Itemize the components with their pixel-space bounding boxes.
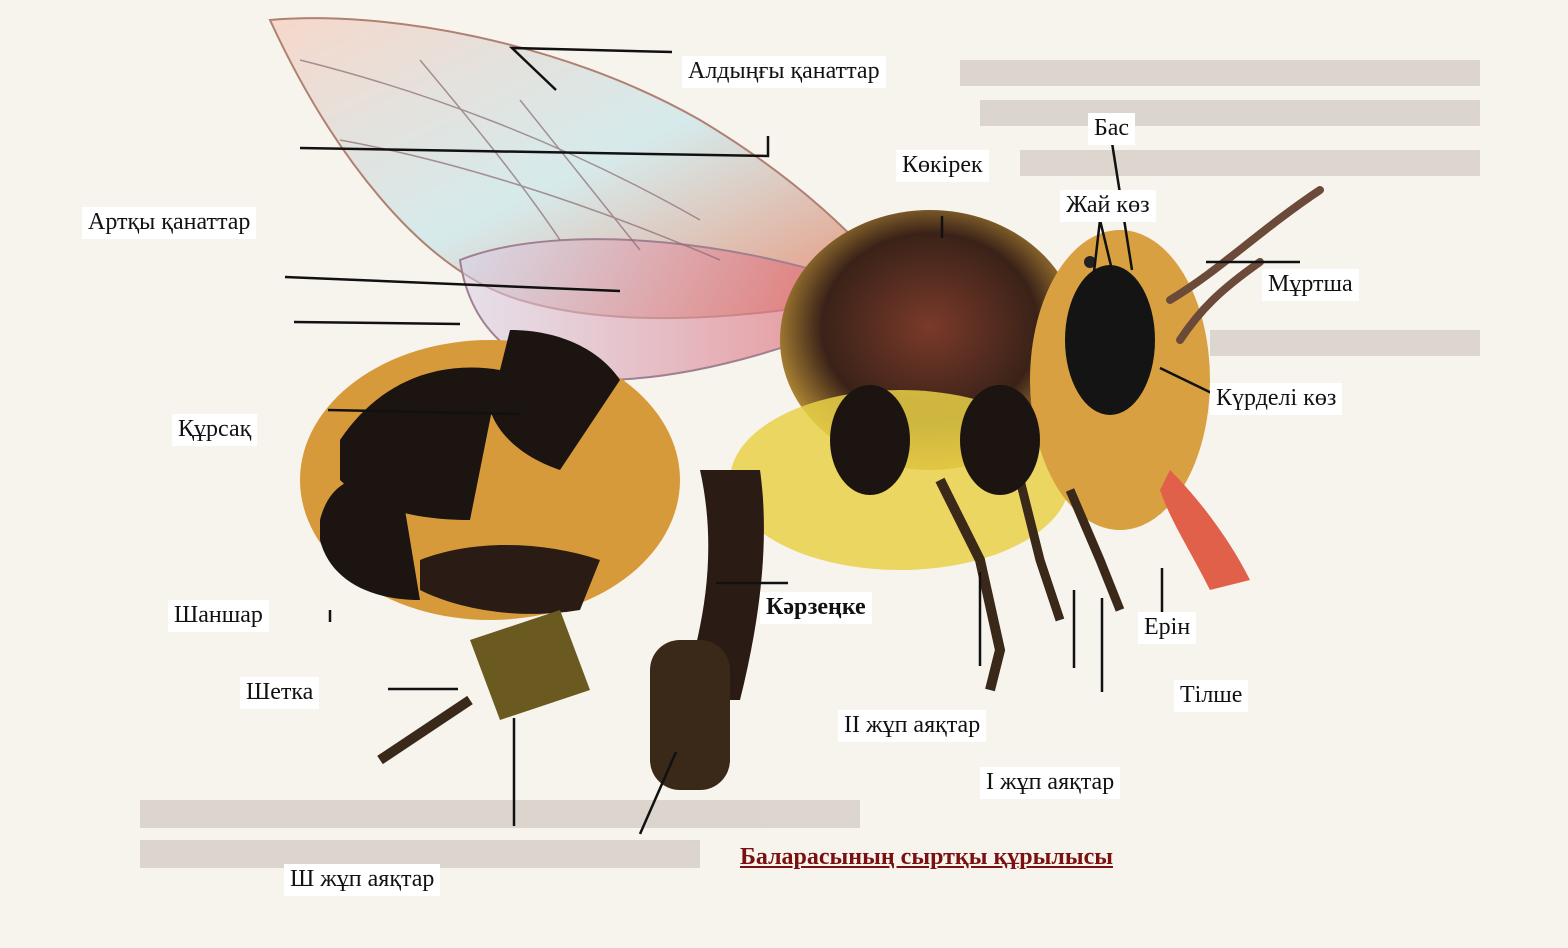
label-brush: Шетка [240,677,319,709]
label-abdomen: Құрсақ [172,414,257,446]
label-leg-pair-3: Ш жұп аяқтар [284,864,440,896]
label-front-wings: Алдыңғы қанаттар [682,56,886,88]
label-head: Бас [1088,113,1135,145]
label-antenna: Мұртша [1262,269,1359,301]
label-leg-pair-1: І жұп аяқтар [980,767,1120,799]
mouthparts [1160,470,1250,590]
label-lip: Ерін [1138,612,1196,644]
label-hind-wings: Артқы қанаттар [82,207,256,239]
diagram-caption: Баларасының сыртқы құрылысы [734,842,1119,874]
label-basket: Кәрзеңке [760,592,872,624]
compound-eye [1065,265,1155,415]
antennae [1170,190,1320,340]
label-stinger: Шаншар [168,600,269,632]
label-thorax: Көкірек [896,150,989,182]
label-leg-pair-2: ІІ жұп аяқтар [838,710,986,742]
label-simple-eye: Жай көз [1060,190,1156,222]
label-compound-eye: Күрделі көз [1210,383,1342,415]
label-tongue: Тілше [1174,680,1248,712]
